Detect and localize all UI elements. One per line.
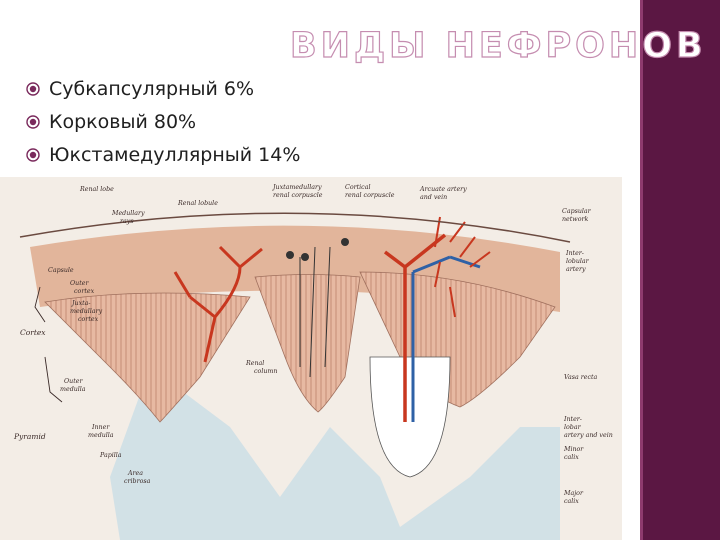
label-interlobular-artery: lobular [566,258,590,265]
label-minor-calix: calix [564,454,579,461]
label-cortical-corpuscle: Cortical [345,184,370,191]
label-inner-medulla: Inner [91,424,110,431]
label-medullary-rays: Medullary [111,210,145,217]
glomerulus [286,251,294,259]
label-juxtamedullary-corpuscle: Juxtamedullary [271,184,322,191]
label-juxtamedullary-cortex: Juxta- [70,300,91,307]
label-cortex: Cortex [20,328,46,337]
kidney-nephron-illustration: Renal lobe Medullary rays Renal lobule J… [0,177,622,540]
target-circle-icon [26,148,40,162]
label-medullary-rays: rays [120,218,134,225]
label-minor-calix: Minor [563,446,584,453]
label-interlobar-vessels: artery and vein [564,432,613,439]
label-capsular-network: network [562,216,589,223]
label-capsular-network: Capsular [562,208,592,215]
bullet-text: Корковый 80% [49,111,196,133]
label-outer-medulla: Outer [64,378,83,385]
slide-title: ВИДЫ НЕФРОНОВ [290,26,707,66]
bullet-item: Юкстамедуллярный 14% [26,138,300,171]
label-area-cribrosa: Area [127,470,143,477]
label-renal-lobe: Renal lobe [79,186,114,193]
label-outer-cortex: cortex [74,288,95,295]
label-interlobar-vessels: Inter- [563,416,582,423]
label-juxtamedullary-cortex: cortex [78,316,99,323]
glomerulus [301,253,309,261]
label-arcuate-artery: and vein [420,194,447,201]
kidney-section-drawing: Renal lobe Medullary rays Renal lobule J… [0,177,622,540]
bullet-text: Юкстамедуллярный 14% [49,144,300,166]
label-renal-column: Renal [245,360,264,367]
label-pyramid: Pyramid [13,432,46,441]
label-capsule: Capsule [48,267,74,274]
target-circle-icon [26,115,40,129]
label-papilla: Papilla [99,452,122,459]
glomerulus [341,238,349,246]
label-interlobar-vessels: lobar [564,424,582,431]
label-arcuate-artery: Arcuate artery [419,186,467,193]
label-renal-lobule: Renal lobule [177,200,218,207]
target-circle-icon [26,82,40,96]
label-vasa-recta: Vasa recta [564,374,598,381]
label-inner-medulla: medulla [88,432,114,439]
bullet-item: Субкапсулярный 6% [26,72,300,105]
bullet-item: Корковый 80% [26,105,300,138]
label-renal-column: column [254,368,277,375]
label-outer-cortex: Outer [70,280,89,287]
label-juxtamedullary-cortex: medullary [70,308,103,315]
label-outer-medulla: medulla [60,386,86,393]
label-interlobular-artery: artery [566,266,586,273]
label-area-cribrosa: cribrosa [124,478,151,485]
bullet-list: Субкапсулярный 6% Корковый 80% Юкстамеду… [26,72,300,171]
label-interlobular-artery: Inter- [565,250,584,257]
label-juxtamedullary-corpuscle: renal corpuscle [273,192,323,199]
bullet-text: Субкапсулярный 6% [49,78,254,100]
label-major-calix: Major [563,490,584,497]
label-major-calix: calix [564,498,579,505]
right-decorative-band [643,0,720,540]
label-cortical-corpuscle: renal corpuscle [345,192,395,199]
